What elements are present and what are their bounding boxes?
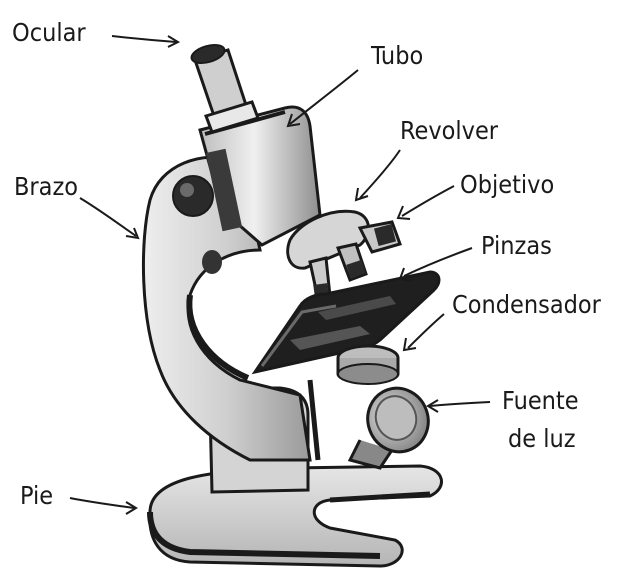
arrow-pinzas bbox=[404, 248, 472, 276]
arrow-objetivo bbox=[402, 186, 454, 216]
arrow-pie bbox=[70, 498, 134, 508]
label-tubo: Tubo bbox=[371, 43, 423, 68]
light-source-fuente-shape bbox=[350, 380, 437, 468]
eyepiece-ocular-shape bbox=[189, 42, 258, 132]
label-brazo: Brazo bbox=[14, 174, 78, 199]
label-condensador: Condensador bbox=[452, 292, 601, 317]
label-objetivo: Objetivo bbox=[460, 172, 554, 197]
arrow-condensador-head bbox=[404, 338, 416, 350]
label-fuente-line1: Fuente bbox=[502, 388, 579, 413]
label-revolver: Revolver bbox=[400, 118, 498, 143]
label-fuente-line2: de luz bbox=[508, 426, 576, 451]
coarse-focus-knob bbox=[173, 176, 213, 216]
label-pinzas: Pinzas bbox=[481, 233, 552, 258]
label-ocular: Ocular bbox=[12, 20, 86, 45]
arrow-ocular bbox=[112, 36, 176, 42]
arrow-brazo bbox=[80, 198, 136, 236]
arrow-tubo bbox=[290, 70, 358, 124]
label-pie: Pie bbox=[20, 483, 53, 508]
arrow-condensador bbox=[408, 314, 444, 348]
arrow-revolver bbox=[360, 150, 400, 198]
arrow-fuente bbox=[430, 402, 490, 406]
